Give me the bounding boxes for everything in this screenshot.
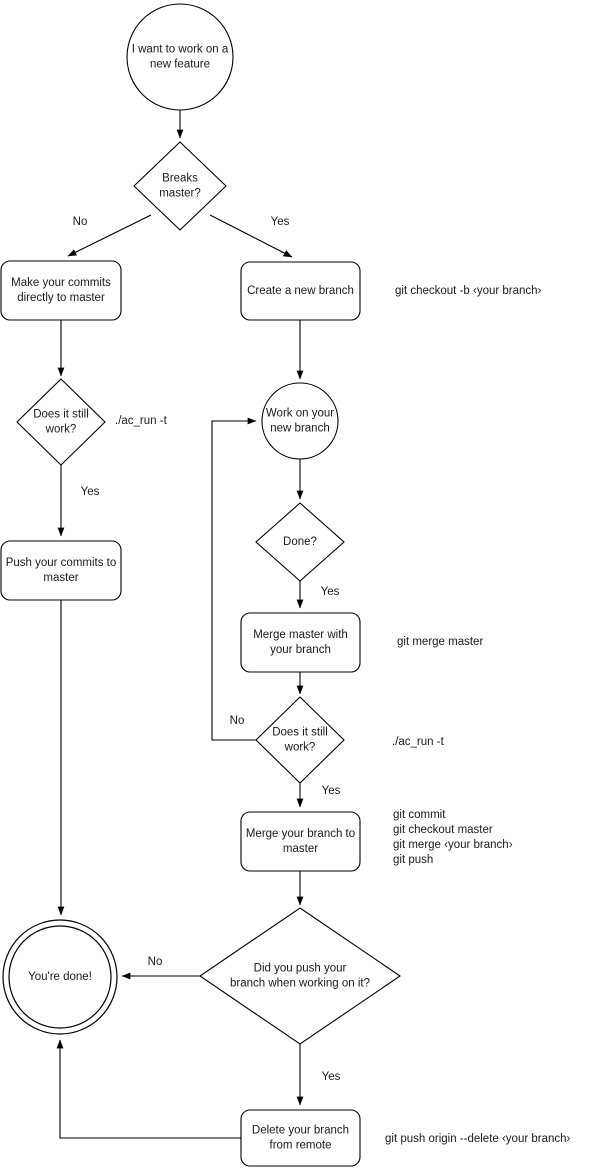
edge-label-still-work-master-yes: Yes xyxy=(81,486,100,498)
text-line: directly to master xyxy=(17,292,105,304)
decision-done[interactable]: Done? xyxy=(255,502,345,582)
process-merge-branch-to-master[interactable]: Merge your branch to master xyxy=(240,811,361,872)
text-line: branch when working on it? xyxy=(230,978,370,990)
text-line: Merge your branch to xyxy=(246,828,355,840)
terminal-youre-done[interactable]: You're done! xyxy=(2,919,118,1035)
edge-still-work-no-loopback xyxy=(211,417,257,741)
text-line: Push your commits to xyxy=(6,557,117,569)
text-line: your branch xyxy=(270,644,331,656)
annotation-line: git commit xyxy=(393,809,446,821)
edge-breaks-master-no xyxy=(67,214,152,257)
annotation-line: git checkout master xyxy=(393,824,493,836)
text-line: master xyxy=(283,843,318,855)
edge-label-still-work-branch-yes: Yes xyxy=(322,785,341,797)
annotation-line: git merge master xyxy=(397,636,483,648)
annotation-line: git checkout -b ‹your branch› xyxy=(395,285,542,297)
annotation-line: git push xyxy=(393,854,433,866)
text-line: Make your commits xyxy=(11,277,111,289)
annotation-line: ./ac_run -t xyxy=(392,736,445,748)
text-line: Done? xyxy=(283,536,317,548)
annotations-layer: git checkout -b ‹your branch› ./ac_run -t… xyxy=(115,285,571,1145)
decision-does-it-still-work-branch[interactable]: Does it still work? xyxy=(255,696,345,784)
text-line: master? xyxy=(159,188,201,200)
edge-label-did-push-no: No xyxy=(148,956,163,968)
edge-delete-branch-to-youre-done xyxy=(56,1039,241,1139)
decision-breaks-master[interactable]: Breaks master? xyxy=(133,141,227,231)
process-make-commits-direct[interactable]: Make your commits directly to master xyxy=(0,260,122,321)
text-line: Breaks xyxy=(162,173,198,185)
text-line: Delete your branch xyxy=(252,1125,349,1137)
edge-breaks-master-yes xyxy=(209,214,293,258)
process-merge-master-with-branch[interactable]: Merge master with your branch xyxy=(240,612,361,673)
text-line: I want to work on a xyxy=(132,44,229,56)
text-line: Does it still xyxy=(272,727,328,739)
text-line: Work on your xyxy=(266,408,334,420)
text-line: Did you push your xyxy=(254,963,347,975)
decision-did-you-push-branch[interactable]: Did you push your branch when working on … xyxy=(199,907,401,1045)
annotation-git-push-origin-delete: git push origin --delete ‹your branch› xyxy=(385,1133,571,1145)
annotation-git-merge-to-master-block: git commit git checkout master git merge ‹… xyxy=(393,809,513,866)
edge-label-done-yes: Yes xyxy=(321,586,340,598)
process-delete-branch-from-remote[interactable]: Delete your branch from remote xyxy=(240,1109,361,1167)
process-push-commits-to-master[interactable]: Push your commits to master xyxy=(0,540,122,601)
edge-label-breaks-master-no: No xyxy=(73,216,88,228)
annotation-line: git push origin --delete ‹your branch› xyxy=(385,1133,571,1145)
process-create-new-branch[interactable]: Create a new branch xyxy=(240,261,361,321)
annotation-ac-run-master: ./ac_run -t xyxy=(115,415,168,427)
decision-does-it-still-work-master[interactable]: Does it still work? xyxy=(16,378,106,466)
annotation-git-checkout: git checkout -b ‹your branch› xyxy=(395,285,542,297)
start-circle[interactable]: I want to work on a new feature xyxy=(126,3,234,111)
annotation-line: ./ac_run -t xyxy=(115,415,168,427)
edge-label-breaks-master-yes: Yes xyxy=(271,216,290,228)
text-line: Create a new branch xyxy=(247,285,354,297)
text-line: Does it still xyxy=(33,409,89,421)
text-line: from remote xyxy=(270,1140,332,1152)
annotation-ac-run-branch: ./ac_run -t xyxy=(392,736,445,748)
annotation-git-merge-master: git merge master xyxy=(397,636,483,648)
process-work-on-new-branch[interactable]: Work on your new branch xyxy=(261,382,339,460)
text-line: master xyxy=(43,572,78,584)
edge-label-still-work-branch-no: No xyxy=(230,715,245,727)
text-line: work? xyxy=(45,424,77,436)
text-line: Merge master with xyxy=(253,629,348,641)
text-line: new feature xyxy=(150,59,210,71)
text-line: new branch xyxy=(270,423,329,435)
edges-layer xyxy=(56,110,304,1139)
text-line: You're done! xyxy=(28,971,92,983)
annotation-line: git merge ‹your branch› xyxy=(393,839,513,851)
edge-label-did-push-yes: Yes xyxy=(322,1071,341,1083)
text-line: work? xyxy=(284,742,316,754)
